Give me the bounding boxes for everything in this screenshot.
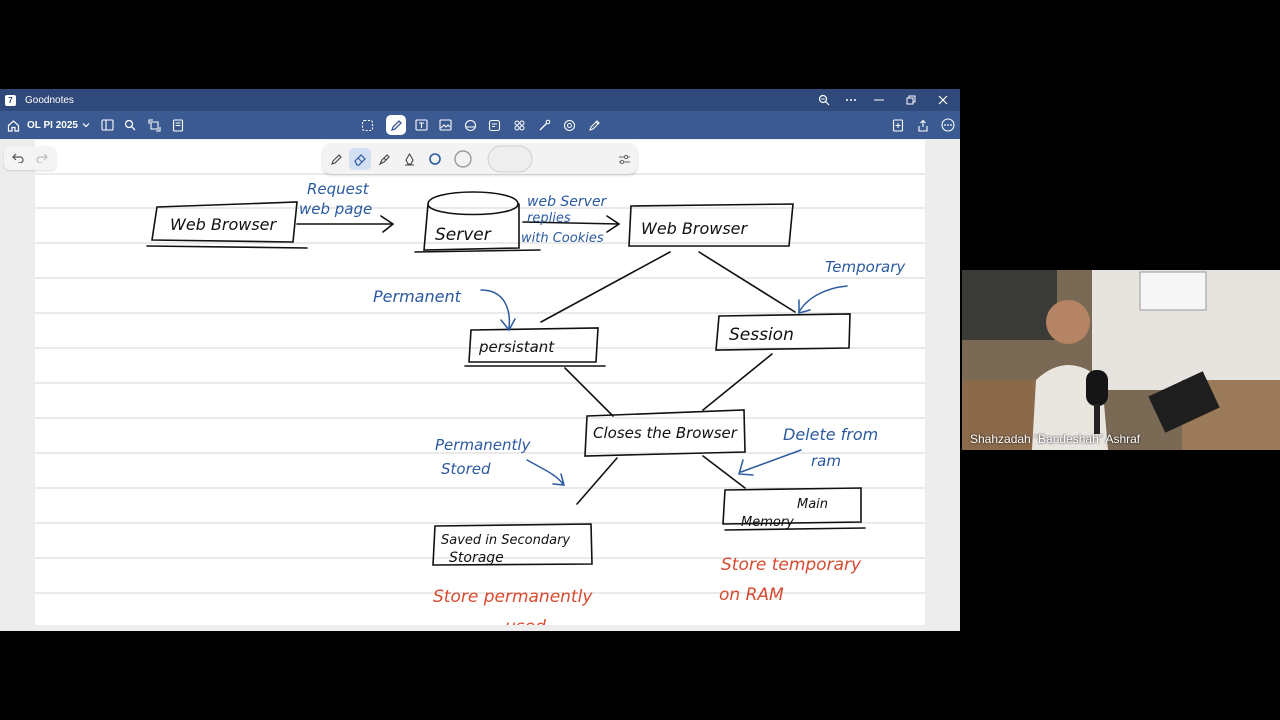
label-with-cookies: with Cookies <box>521 231 604 246</box>
restore-button[interactable] <box>897 89 925 111</box>
stored-arrow <box>526 459 566 486</box>
participant-name: Shahzadah “Bandeshah” Ashraf <box>970 432 1141 446</box>
delete-arrow <box>738 449 802 476</box>
more-options-icon[interactable] <box>837 89 865 111</box>
label-session: Session <box>729 325 794 345</box>
notebook-selector[interactable]: OL PI 2025 <box>27 115 90 135</box>
label-main: Main <box>797 497 828 512</box>
home-icon[interactable] <box>4 115 22 135</box>
reply-arrow <box>522 215 621 233</box>
fountain-pen-icon[interactable] <box>398 148 420 170</box>
presenter-video-frame <box>962 270 1280 450</box>
secondary-storage-box <box>432 523 593 566</box>
sticker-icon[interactable] <box>484 115 504 135</box>
main-toolbar: OL PI 2025 <box>0 111 960 139</box>
label-secondary-line1: Saved in Secondary <box>441 533 570 548</box>
add-page-icon[interactable] <box>888 115 908 135</box>
label-permanent: Permanent <box>373 287 462 306</box>
document-icon[interactable] <box>169 115 187 135</box>
label-used-cut: used <box>505 617 546 625</box>
web-browser-left-box <box>146 201 308 249</box>
image-icon[interactable] <box>435 115 455 135</box>
label-persistent: persistant <box>478 338 555 356</box>
eraser-icon[interactable] <box>349 148 371 170</box>
laser-pointer-icon[interactable] <box>534 115 554 135</box>
label-web-browser-right: Web Browser <box>641 219 749 238</box>
label-delete-from: Delete from <box>783 425 878 444</box>
ballpoint-pen-icon[interactable] <box>325 148 347 170</box>
label-server: Server <box>435 225 492 245</box>
main-memory-box <box>722 487 866 531</box>
label-store-permanently: Store permanently <box>433 587 593 607</box>
close-button[interactable] <box>929 89 957 111</box>
closes-browser-box <box>584 409 746 457</box>
page-jump-icon[interactable] <box>145 115 163 135</box>
label-web-server: web Server <box>527 194 608 210</box>
note-page[interactable]: Web Browser Server Web Browser persistan… <box>35 140 925 625</box>
redo-button[interactable] <box>32 149 52 167</box>
more-menu-icon[interactable] <box>938 115 958 135</box>
notebook-name: OL PI 2025 <box>27 119 78 131</box>
pen-tool-icon[interactable] <box>386 115 406 135</box>
text-box-icon[interactable] <box>411 115 431 135</box>
undo-redo-group <box>4 146 56 170</box>
temporary-arrow <box>798 285 848 314</box>
highlighter-icon[interactable] <box>373 148 395 170</box>
label-web-browser-left: Web Browser <box>170 215 278 234</box>
connector-lines <box>540 251 796 505</box>
pen-settings-icon[interactable] <box>613 148 635 170</box>
session-box <box>715 313 851 351</box>
elements-icon[interactable] <box>509 115 529 135</box>
web-browser-right-box <box>628 203 794 247</box>
label-closes-browser: Closes the Browser <box>593 424 738 442</box>
color-picker-swatch[interactable] <box>487 145 533 173</box>
search-icon[interactable] <box>121 115 139 135</box>
goodnotes-logo-icon: 7 <box>5 94 16 106</box>
pen-options-bar <box>323 144 637 174</box>
persistent-box <box>464 327 606 367</box>
webcam-feed: Shahzadah “Bandeshah” Ashraf <box>962 270 1280 450</box>
request-arrow <box>296 215 395 233</box>
zoom-out-icon[interactable] <box>810 89 838 111</box>
label-web-page: web page <box>299 200 372 218</box>
share-icon[interactable] <box>913 115 933 135</box>
minimize-button[interactable] <box>865 89 893 111</box>
label-temporary: Temporary <box>825 258 906 276</box>
chevron-down-icon <box>82 123 90 128</box>
label-store-temporary: Store temporary <box>721 555 862 575</box>
stroke-size-option[interactable] <box>452 148 474 170</box>
label-secondary-line2: Storage <box>449 550 504 566</box>
goodnotes-window: 7 Goodnotes OL PI 2025 <box>0 89 960 631</box>
audio-record-icon[interactable] <box>559 115 579 135</box>
window-title: Goodnotes <box>25 94 74 106</box>
title-bar: 7 Goodnotes <box>0 89 960 111</box>
label-replies: replies <box>527 211 571 226</box>
color-blue-swatch[interactable] <box>424 148 446 170</box>
permanent-arrow <box>480 289 516 332</box>
sidebar-icon[interactable] <box>98 115 116 135</box>
handwritten-diagram: Web Browser Server Web Browser persistan… <box>35 173 925 625</box>
label-memory: Memory <box>741 515 794 530</box>
label-request: Request <box>307 180 370 198</box>
label-on-ram: on RAM <box>719 585 784 605</box>
undo-button[interactable] <box>8 149 28 167</box>
label-ram: ram <box>811 452 841 470</box>
shapes-icon[interactable] <box>460 115 480 135</box>
label-permanently: Permanently <box>435 436 532 454</box>
server-cylinder <box>414 191 541 253</box>
pencil-icon[interactable] <box>584 115 604 135</box>
lasso-select-icon[interactable] <box>357 115 377 135</box>
label-stored: Stored <box>441 460 491 478</box>
